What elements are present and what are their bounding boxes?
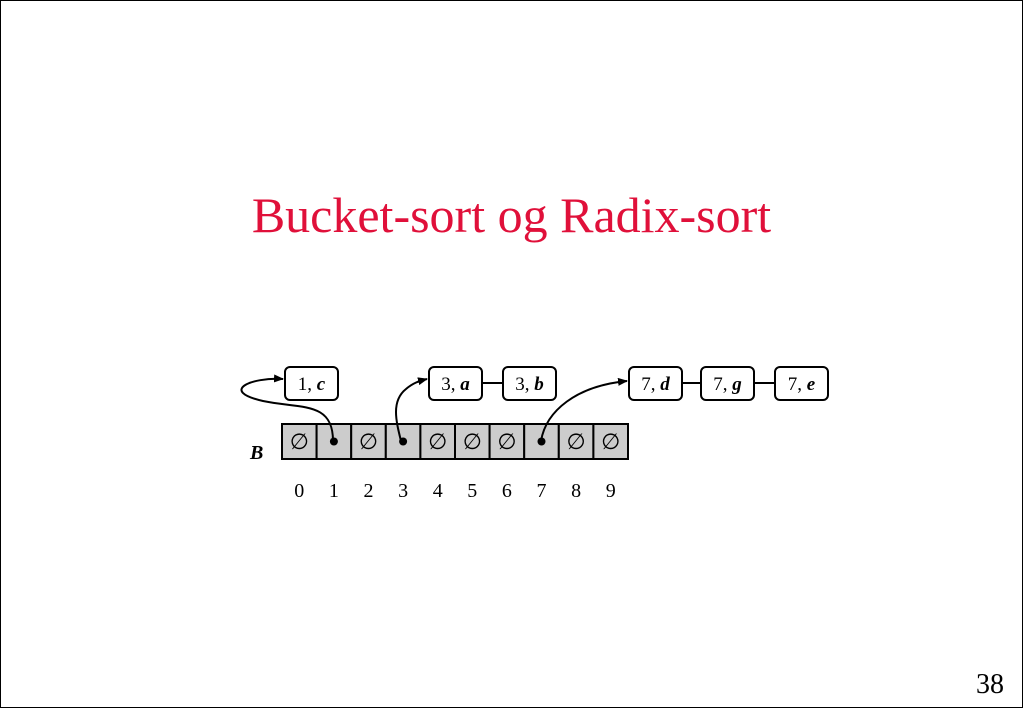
pointer-bucket-3 <box>395 377 428 442</box>
list-node: 1, c <box>284 366 339 401</box>
bucket-index-label: 4 <box>433 480 443 502</box>
list-node-label: 3, b <box>515 374 544 395</box>
bucket-cell <box>488 423 526 460</box>
list-node-box <box>700 366 755 401</box>
list-node-label: 7, g <box>713 374 742 395</box>
null-symbol: ∅ <box>567 429 586 454</box>
list-node-box <box>502 366 557 401</box>
list-node: 7, g <box>700 366 755 401</box>
null-symbol: ∅ <box>463 429 482 454</box>
bucket-cell <box>419 423 456 460</box>
bucket-cell <box>557 423 595 460</box>
bucket-cells: ∅ ∅ ∅ ∅ ∅ ∅ ∅ <box>281 423 630 460</box>
bucket-index-label: 2 <box>364 480 374 502</box>
list-node-box <box>628 366 683 401</box>
bucket-index-label: 6 <box>502 480 512 502</box>
list-node: 3, a <box>428 366 483 401</box>
list-node-label: 1, c <box>298 374 326 395</box>
bucket-indices: 0 1 2 3 4 5 6 7 8 9 <box>294 480 615 502</box>
page-number: 38 <box>976 669 1004 700</box>
list-node-label: 3, a <box>441 374 470 395</box>
pointer-bucket-1 <box>240 374 334 442</box>
list-node: 7, d <box>628 366 683 401</box>
bucket-index-label: 7 <box>537 480 547 502</box>
null-symbol: ∅ <box>428 429 447 454</box>
bucket-cell <box>281 423 318 460</box>
bucket-index-label: 0 <box>294 480 304 502</box>
pointer-dot <box>537 437 546 446</box>
bucket-cell <box>592 423 630 460</box>
null-symbol: ∅ <box>359 429 378 454</box>
null-symbol: ∅ <box>290 429 309 454</box>
array-label: B <box>249 442 263 464</box>
list-node-box <box>428 366 483 401</box>
bucket-index-label: 1 <box>329 480 339 502</box>
bucket-index-label: 8 <box>571 480 581 502</box>
bucket-index-label: 5 <box>467 480 477 502</box>
list-node-box <box>774 366 829 401</box>
list-node-label: 7, d <box>641 374 670 395</box>
bucket-index-label: 3 <box>398 480 408 502</box>
null-symbol: ∅ <box>497 429 516 454</box>
list-node-box <box>284 366 339 401</box>
pointer-dot <box>329 437 338 446</box>
slide-title: Bucket-sort og Radix-sort <box>251 187 772 243</box>
list-node: 7, e <box>774 366 829 401</box>
list-nodes: 1, c 3, a 3, b 7, d 7, g 7, e <box>284 366 829 401</box>
bucket-cell <box>454 423 491 460</box>
null-symbol: ∅ <box>601 429 620 454</box>
bucket-cell <box>350 423 387 460</box>
pointer-bucket-7 <box>540 377 628 442</box>
list-node-label: 7, e <box>788 374 816 395</box>
list-node: 3, b <box>502 366 557 401</box>
bucket-index-label: 9 <box>606 480 616 502</box>
